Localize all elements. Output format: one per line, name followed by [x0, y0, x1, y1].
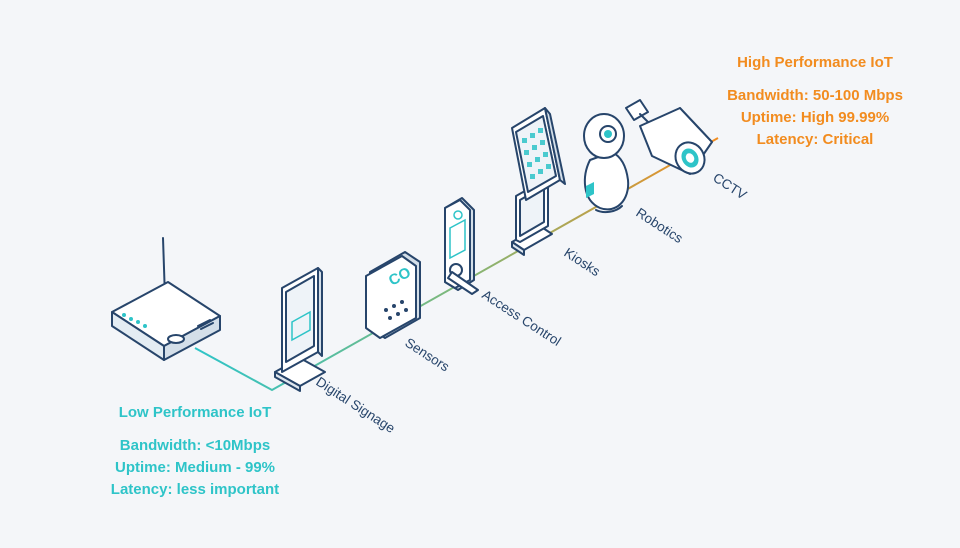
- router-icon: [111, 237, 221, 361]
- label-kiosks: Kiosks: [561, 245, 603, 279]
- cctv-icon: [625, 99, 713, 175]
- high-latency: Latency: Critical: [756, 131, 874, 148]
- connection-line: [194, 137, 719, 392]
- robot-icon: [583, 113, 630, 214]
- high-bandwidth: Bandwidth: 50-100 Mbps: [727, 87, 903, 104]
- kiosk-icon: [511, 107, 566, 256]
- high-performance-block: High Performance IoT Bandwidth: 50-100 M…: [700, 54, 930, 151]
- low-performance-title: Low Performance IoT: [118, 404, 272, 421]
- sensor-icon: CO: [365, 251, 421, 339]
- digital-signage-icon: [274, 267, 326, 392]
- label-sensors: Sensors: [402, 335, 452, 375]
- label-robotics: Robotics: [633, 205, 685, 246]
- label-cctv: CCTV: [710, 170, 749, 203]
- high-uptime: Uptime: High 99.99%: [740, 109, 890, 126]
- low-performance-block: Low Performance IoT Bandwidth: <10Mbps U…: [80, 404, 310, 501]
- high-performance-title: High Performance IoT: [737, 54, 893, 71]
- low-uptime: Uptime: Medium - 99%: [114, 459, 276, 476]
- label-access-control: Access Control: [479, 287, 563, 349]
- label-digital-signage: Digital Signage: [313, 374, 397, 436]
- low-bandwidth: Bandwidth: <10Mbps: [119, 437, 271, 454]
- low-latency: Latency: less important: [110, 481, 280, 498]
- access-control-icon: [444, 197, 479, 295]
